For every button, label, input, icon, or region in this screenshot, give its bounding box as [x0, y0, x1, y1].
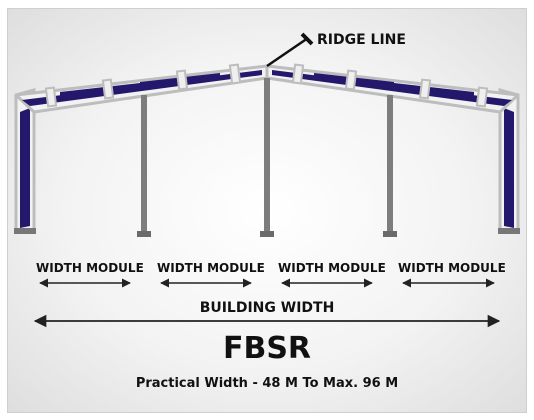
- left-outer-column: [14, 88, 36, 234]
- width-module-label-1: WIDTH MODULE: [36, 261, 144, 275]
- interior-column-3: [383, 95, 397, 237]
- ridge-leader-line: [266, 36, 309, 68]
- ridge-leader-tick: [300, 32, 314, 46]
- interior-column-1: [137, 95, 151, 237]
- width-module-label-2: WIDTH MODULE: [157, 261, 265, 275]
- rafter-splice-plates: [44, 63, 489, 108]
- diagram-title: FBSR: [223, 331, 311, 366]
- diagram-subtitle: Practical Width - 48 M To Max. 96 M: [136, 376, 398, 391]
- interior-column-2: [260, 78, 274, 237]
- width-module-label-3: WIDTH MODULE: [278, 261, 386, 275]
- ridge-line-label: RIDGE LINE: [317, 32, 406, 48]
- building-width-label: BUILDING WIDTH: [200, 300, 335, 316]
- width-module-label-4: WIDTH MODULE: [398, 261, 506, 275]
- right-outer-column: [498, 88, 520, 234]
